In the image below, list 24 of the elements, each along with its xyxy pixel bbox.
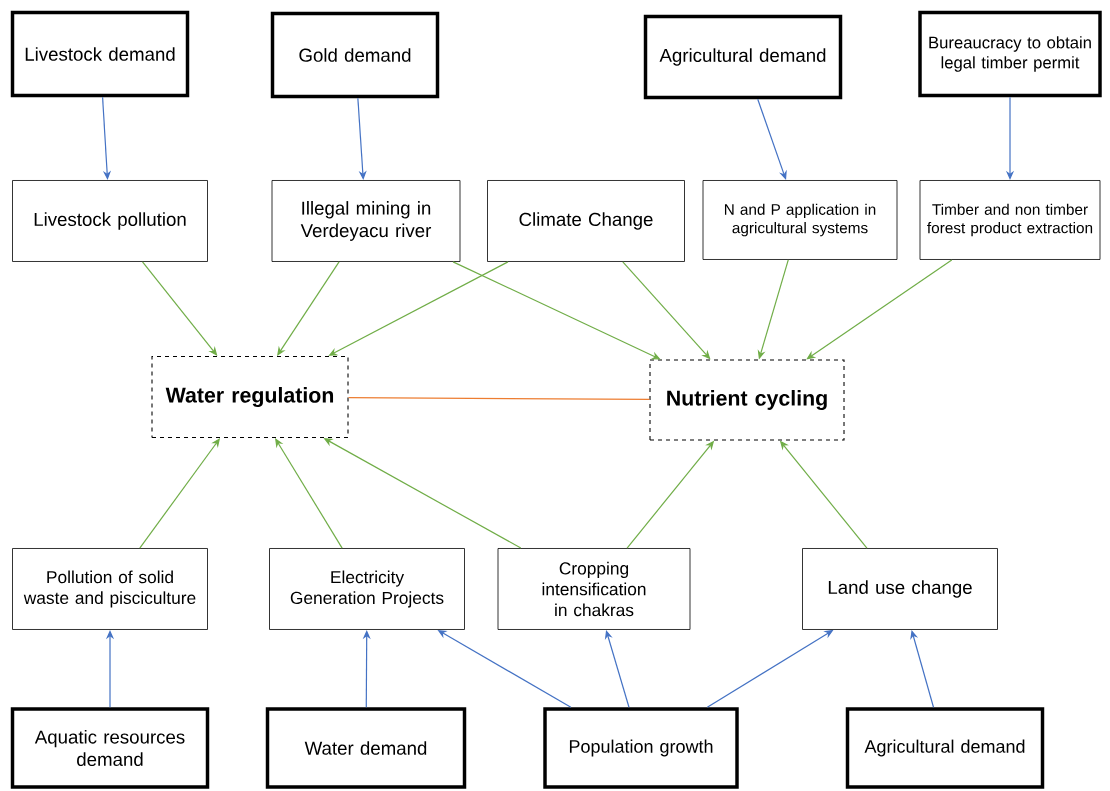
thick-box: Water demand (265, 707, 467, 789)
process-box: Land use change (802, 548, 998, 630)
arrow (277, 261, 340, 356)
process-box: Climate Change (487, 180, 685, 262)
process-box: Timber and non timber forest product extraction (919, 180, 1101, 260)
process-box: Pollution of solid waste and pisciculture (12, 548, 208, 630)
dashed-box: Water regulation (151, 355, 349, 439)
connector-line (347, 396, 651, 400)
thick-box: Population growth (543, 707, 739, 789)
arrow (806, 259, 953, 360)
dashed-box: Nutrient cycling (649, 359, 845, 441)
thick-box: Gold demand (270, 11, 440, 99)
arrow (275, 438, 343, 549)
thick-box: Agricultural demand (643, 14, 843, 100)
thick-box: Bureaucracy to obtain legal timber permit (918, 10, 1102, 98)
process-box: Electricity Generation Projects (269, 548, 465, 630)
thick-box: Livestock demand (10, 10, 190, 98)
process-box: N and P application in agricultural systems (702, 180, 898, 260)
process-box: Cropping intensification in chakras (497, 548, 691, 630)
thick-box: Agricultural demand (845, 707, 1045, 789)
process-box: Livestock pollution (12, 180, 208, 262)
process-box: Illegal mining in Verdeyacu river (271, 180, 461, 262)
thick-box: Aquatic resources demand (10, 707, 210, 789)
arrow (141, 261, 218, 356)
